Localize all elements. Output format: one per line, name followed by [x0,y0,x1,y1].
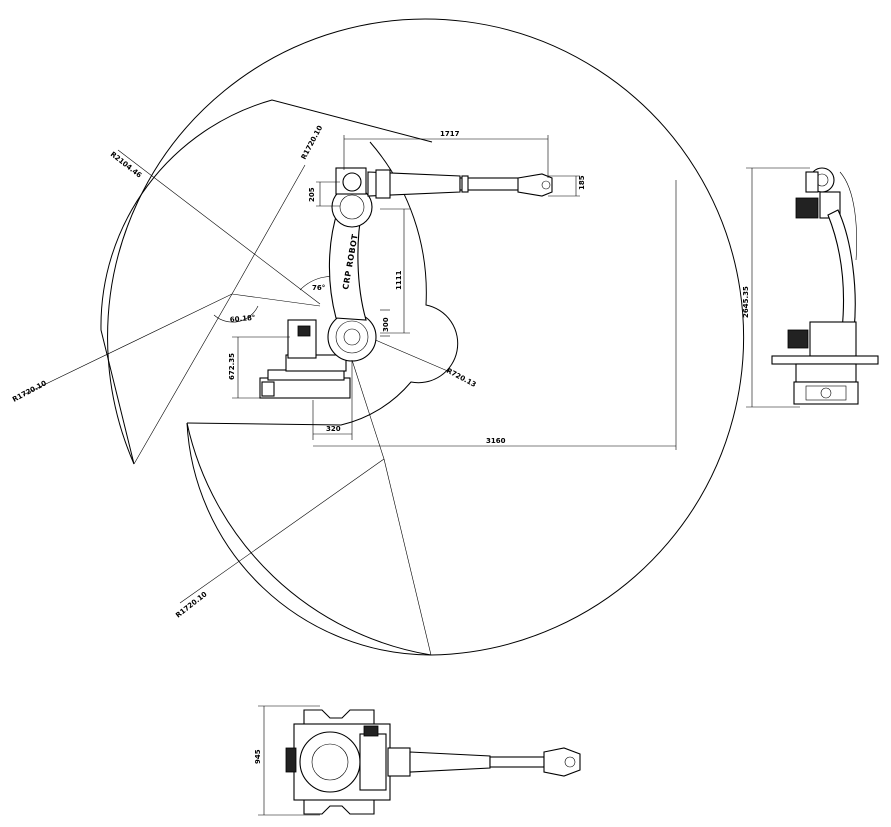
side-upper-arm [827,209,856,331]
label-radius-small: R720.13 [445,367,477,389]
angle-arc-side [213,305,259,323]
dim-joint-offset: 300 [382,317,390,332]
dim-total-reach: 3160 [486,437,506,445]
label-angle-side: 60.18° [229,314,255,324]
inner-upper-arc [100,99,433,465]
dim-base-height: 672.35 [228,353,236,380]
label-radius-a: R1720.10 [300,124,325,161]
lower-loop-arc [186,422,432,656]
radius-line-2 [22,293,233,396]
workspace-envelope [22,18,744,656]
dim-forearm-offset: 205 [308,187,316,202]
dim-side-height: 2645.35 [742,286,750,318]
radius-line-3 [133,293,233,465]
robot-top-view: 945 [254,705,581,816]
dim-upper-arm: 1111 [395,270,403,290]
label-angle-elbow: 76° [312,284,325,292]
radius-line-5 [231,164,306,295]
robot-front-view: CRP ROBOT [259,167,553,399]
top-wrist [543,747,581,777]
robot-side-view: 2645.35 [742,167,879,408]
outer-reach-arc [107,18,744,656]
dim-arm-reach: 1717 [440,130,460,138]
top-arm [409,751,491,773]
inner-right-arc [186,141,459,426]
dim-base-offset: 320 [326,425,341,433]
radius-line-4 [231,293,321,307]
radius-line-7 [383,458,432,656]
radius-line-8 [351,359,385,460]
radius-line-6 [179,458,385,604]
forearm [367,171,461,197]
dim-wrist-height: 185 [578,175,586,190]
shoulder-joint [327,312,377,362]
label-radius-b: R1720.10 [11,379,48,404]
dim-top-width: 945 [254,749,262,764]
radius-line-1 [117,149,321,305]
wrist [517,173,553,197]
